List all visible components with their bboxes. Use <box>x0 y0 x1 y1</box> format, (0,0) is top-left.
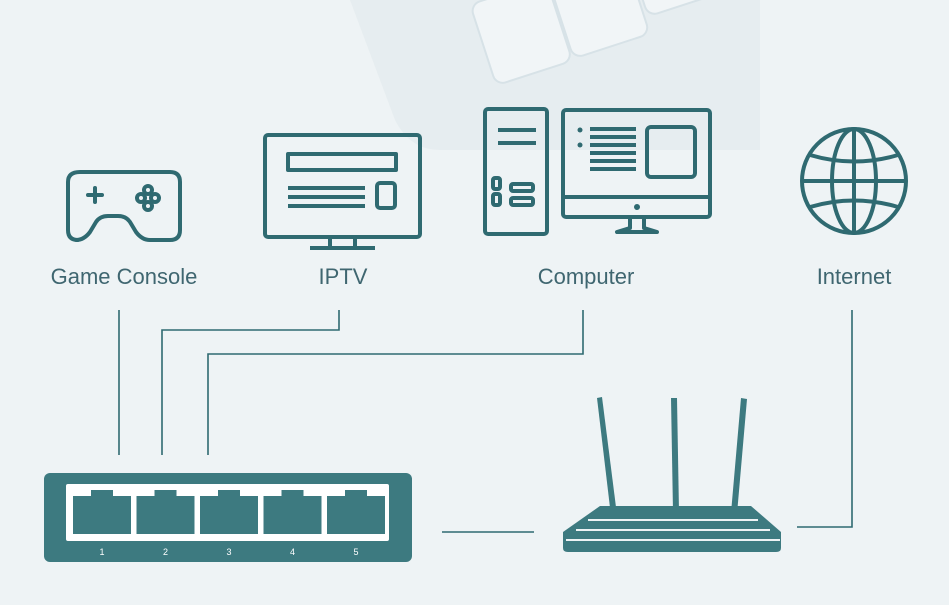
switch-ports <box>73 490 385 534</box>
switch-port-label-1: 1 <box>99 547 104 557</box>
desktop-computer-icon <box>483 107 712 236</box>
game-console-label: Game Console <box>50 264 198 289</box>
iptv-to-switch-line <box>161 310 340 455</box>
switch-port-2 <box>136 490 195 534</box>
internet-to-router-line <box>797 310 853 528</box>
computer-label: Computer <box>537 264 635 289</box>
switch-port-label-5: 5 <box>353 547 358 557</box>
computer-to-switch-line <box>207 310 584 455</box>
network-switch-icon: 1 2 3 4 5 <box>44 473 412 562</box>
switch-port-5 <box>327 490 385 534</box>
tv-icon <box>263 133 422 250</box>
switch-port-4 <box>263 490 322 534</box>
switch-port-label-2: 2 <box>163 547 168 557</box>
switch-port-label-3: 3 <box>226 547 231 557</box>
gamepad-icon <box>66 170 182 242</box>
switch-port-labels: 1 2 3 4 5 <box>99 547 358 557</box>
globe-icon <box>800 127 908 235</box>
keyboard-background-image <box>350 0 760 150</box>
switch-port-1 <box>73 490 131 534</box>
internet-label: Internet <box>816 264 892 289</box>
connection-lines <box>118 310 853 533</box>
switch-port-label-4: 4 <box>290 547 295 557</box>
iptv-label: IPTV <box>318 264 368 289</box>
switch-port-3 <box>200 490 258 534</box>
wireless-router-icon <box>563 397 781 552</box>
